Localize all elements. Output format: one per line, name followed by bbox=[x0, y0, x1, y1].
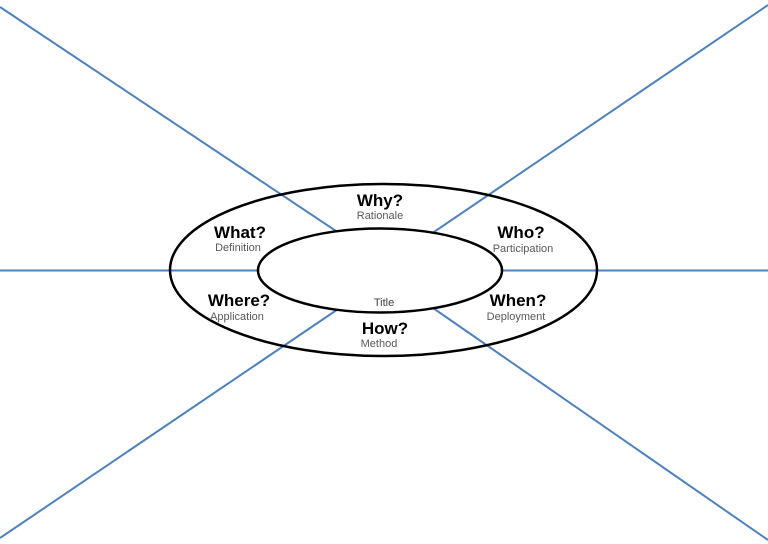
segment-descriptor-when: Deployment bbox=[487, 311, 546, 323]
segment-descriptor-what: Definition bbox=[215, 242, 261, 254]
segment-descriptor-how: Method bbox=[361, 338, 398, 350]
segment-question-who: Who? bbox=[497, 223, 544, 242]
center-title-label: Title bbox=[374, 297, 394, 309]
divider-line-lower-right bbox=[380, 271, 768, 541]
inner-ellipse bbox=[256, 227, 504, 314]
segment-question-how: How? bbox=[362, 319, 408, 338]
segment-question-where: Where? bbox=[208, 291, 270, 310]
divider-line-lower-left bbox=[0, 279, 382, 539]
segment-descriptor-why: Rationale bbox=[357, 210, 403, 222]
divider-line-upper-left bbox=[0, 6, 382, 262]
outer-ellipse bbox=[168, 182, 599, 358]
segment-descriptor-where: Application bbox=[210, 311, 264, 323]
segment-question-what: What? bbox=[214, 223, 266, 242]
divider-line-upper-right bbox=[380, 4, 768, 269]
segment-question-why: Why? bbox=[357, 191, 403, 210]
segment-descriptor-who: Participation bbox=[493, 243, 554, 255]
segment-question-when: When? bbox=[490, 291, 547, 310]
